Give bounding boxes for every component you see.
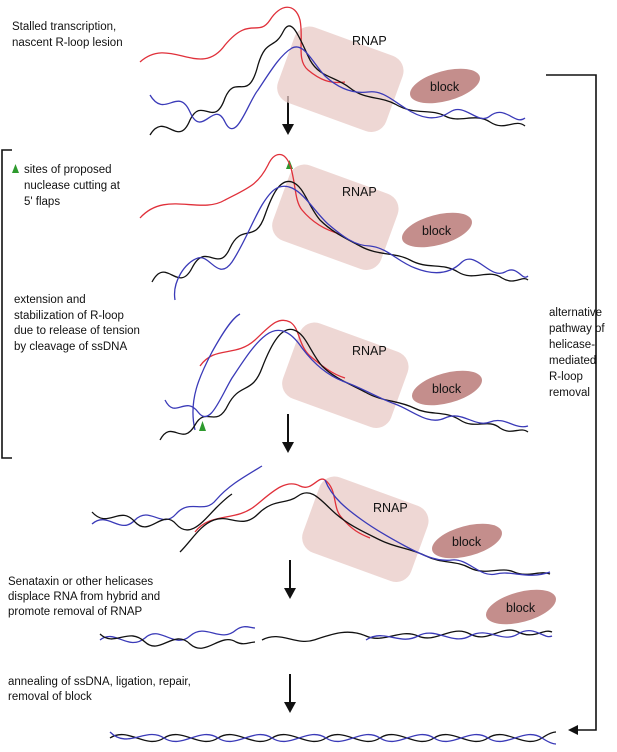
label-alternative-line-4: mediated: [549, 355, 596, 367]
label-alternative-line-3: helicase-: [549, 339, 595, 351]
panel-3-rnap: [282, 322, 409, 429]
panel-4-rnap-label: RNAP: [373, 501, 408, 515]
panel-5-block: [486, 589, 556, 625]
panel-4-rnap: [302, 476, 429, 583]
down-arrow-2-head-icon: [282, 442, 294, 453]
label-alternative-line-6: removal: [549, 387, 590, 399]
label-extension: extension and stabilization of R-loop du…: [14, 294, 140, 353]
panel-6-repaired-duplex: [109, 731, 557, 745]
panel-3-rnap-label: RNAP: [352, 344, 387, 358]
label-annealing-line-2: removal of block: [8, 691, 92, 703]
down-arrow-4-head-icon: [284, 702, 296, 713]
right-bracket-arrowhead-icon: [568, 725, 578, 735]
label-sites-line-3: 5' flaps: [24, 196, 60, 208]
panel-6-dna-nontemplate: [109, 731, 557, 745]
label-senataxin-line-3: promote removal of RNAP: [8, 606, 143, 618]
left-bracket: [1, 149, 12, 459]
label-extension-line-1: extension and: [14, 294, 86, 306]
panel-1-rnap-label: RNAP: [352, 34, 387, 48]
panel-2-rnap: [272, 164, 399, 271]
panel-3-cleaved-strand: [192, 313, 241, 431]
down-arrow-3: [284, 560, 296, 599]
label-sites-line-1: sites of proposed: [24, 164, 112, 176]
label-annealing: annealing of ssDNA, ligation, repair, re…: [8, 676, 191, 703]
label-senataxin: Senataxin or other helicases displace RN…: [8, 576, 160, 618]
label-senataxin-line-1: Senataxin or other helicases: [8, 576, 153, 588]
panel-1-block: [410, 68, 480, 104]
panel-2-block: [402, 212, 472, 248]
label-extension-line-4: by cleavage of ssDNA: [14, 341, 127, 353]
panel-5-rnap-removed: block: [99, 589, 556, 649]
panel-2-nuclease-sites: RNAP block: [139, 153, 529, 301]
right-bracket: [546, 74, 597, 731]
panel-1-dna-template: [149, 25, 526, 136]
panel-4-dna-template: [179, 492, 551, 575]
panel-4-block-label: block: [452, 535, 482, 549]
panel-3-extended-r-loop: RNAP block: [159, 313, 529, 441]
label-senataxin-line-2: displace RNA from hybrid and: [8, 591, 160, 603]
label-sites: sites of proposed nuclease cutting at 5'…: [12, 164, 121, 208]
panel-3-dna-nontemplate: [164, 329, 529, 428]
panel-1-rnap: [277, 26, 404, 133]
panel-5-fragment-black: [99, 633, 256, 649]
panel-5-fragment-blue: [99, 626, 256, 644]
panel-2-block-label: block: [422, 224, 452, 238]
label-extension-line-3: due to release of tension: [14, 325, 140, 337]
panel-4-fragment-blue: [91, 465, 263, 526]
panel-3-cut-marker-icon: [199, 421, 206, 431]
label-alternative-line-5: R-loop: [549, 371, 583, 383]
label-stalled: Stalled transcription, nascent R-loop le…: [12, 21, 123, 49]
panel-2-dna-template: [151, 180, 529, 283]
panel-2-dna-nontemplate: [173, 185, 529, 301]
panel-1-rna: [139, 6, 346, 84]
panel-4-cleaved-complex: RNAP block: [91, 465, 551, 583]
down-arrow-2: [282, 414, 294, 453]
panel-4-block: [432, 523, 502, 559]
panel-1-stalled-complex: RNAP block: [139, 6, 526, 136]
panel-4-dna-nontemplate: [324, 479, 551, 576]
down-arrow-4: [284, 674, 296, 713]
label-annealing-line-1: annealing of ssDNA, ligation, repair,: [8, 676, 191, 688]
panel-3-block-label: block: [432, 382, 462, 396]
label-stalled-line-2: nascent R-loop lesion: [12, 37, 123, 49]
panel-2-rna: [139, 153, 341, 235]
down-arrow-3-head-icon: [284, 588, 296, 599]
down-arrow-1-head-icon: [282, 124, 294, 135]
label-stalled-line-1: Stalled transcription,: [12, 21, 116, 33]
label-alternative-line-1: alternative: [549, 307, 602, 319]
panel-5-block-label: block: [506, 601, 536, 615]
panel-3-dna-template: [159, 328, 529, 441]
label-sites-line-2: nuclease cutting at: [24, 180, 121, 192]
panel-1-block-label: block: [430, 80, 460, 94]
panel-1-dna-nontemplate: [149, 46, 526, 130]
panel-4-fragment-black: [91, 493, 233, 531]
label-alternative-line-2: pathway of: [549, 323, 605, 335]
panel-5-dna-nontemplate: [365, 630, 553, 641]
panel-2-rnap-label: RNAP: [342, 185, 377, 199]
panel-6-dna-template: [109, 731, 557, 743]
label-alternative: alternative pathway of helicase- mediate…: [549, 307, 605, 399]
panel-3-block: [412, 370, 482, 406]
label-extension-line-2: stabilization of R-loop: [14, 310, 124, 322]
legend-cut-marker-icon: [12, 164, 19, 173]
